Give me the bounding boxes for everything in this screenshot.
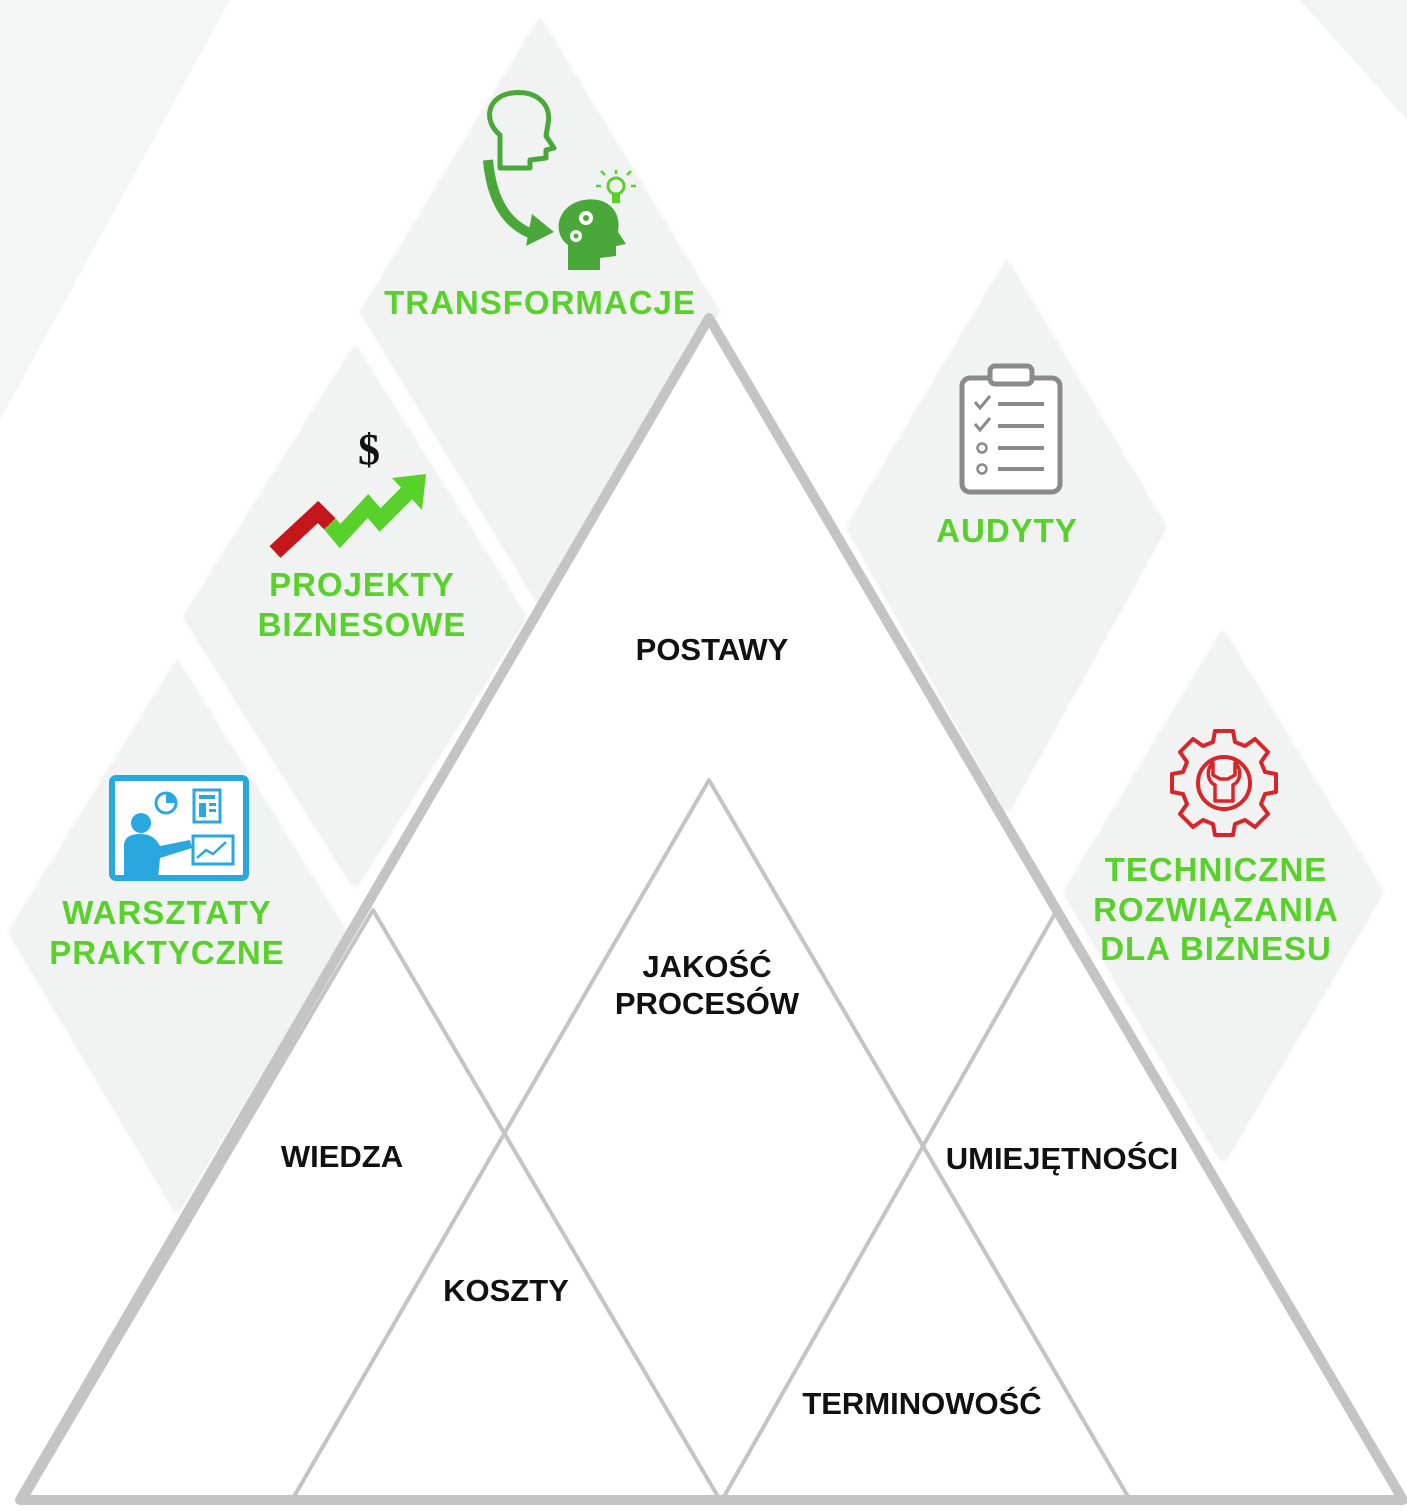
label-techniczne: TECHNICZNE ROZWIĄZANIA DLA BIZNESU bbox=[1093, 851, 1339, 968]
corner-shade-left bbox=[0, 0, 230, 420]
diamond-techniczne bbox=[1065, 630, 1382, 1160]
label-jakosc-procesow: JAKOŚĆ PROCESÓW bbox=[614, 949, 800, 1022]
diamond-warsztaty bbox=[10, 660, 345, 1210]
label-warsztaty: WARSZTATY PRAKTYCZNE bbox=[49, 894, 285, 971]
growth-arrow-icon bbox=[269, 474, 426, 558]
checklist-clipboard-icon bbox=[959, 363, 1063, 495]
diamond-audyty bbox=[848, 260, 1165, 810]
corner-shade-right bbox=[1300, 0, 1407, 120]
label-wiedza: WIEDZA bbox=[280, 1139, 404, 1174]
head-transformation-icon bbox=[483, 90, 636, 270]
presentation-board-icon bbox=[109, 775, 249, 881]
diamond-projekty bbox=[185, 345, 525, 885]
triangle-umiejetnosci bbox=[720, 908, 1402, 1502]
label-umiejetnosci: UMIEJĘTNOŚCI bbox=[945, 1141, 1179, 1176]
gear-wrench-icon bbox=[1170, 729, 1278, 837]
label-terminowosc: TERMINOWOŚĆ bbox=[802, 1386, 1042, 1421]
label-postawy: POSTAWY bbox=[635, 632, 789, 667]
label-projekty: PROJEKTY BIZNESOWE bbox=[257, 566, 467, 643]
label-audyty: AUDYTY bbox=[936, 512, 1078, 549]
label-transformacje: TRANSFORMACJE bbox=[384, 284, 696, 321]
label-koszty: KOSZTY bbox=[443, 1273, 569, 1308]
triangle-wiedza bbox=[23, 908, 722, 1502]
dollar-sign: $ bbox=[358, 425, 380, 474]
